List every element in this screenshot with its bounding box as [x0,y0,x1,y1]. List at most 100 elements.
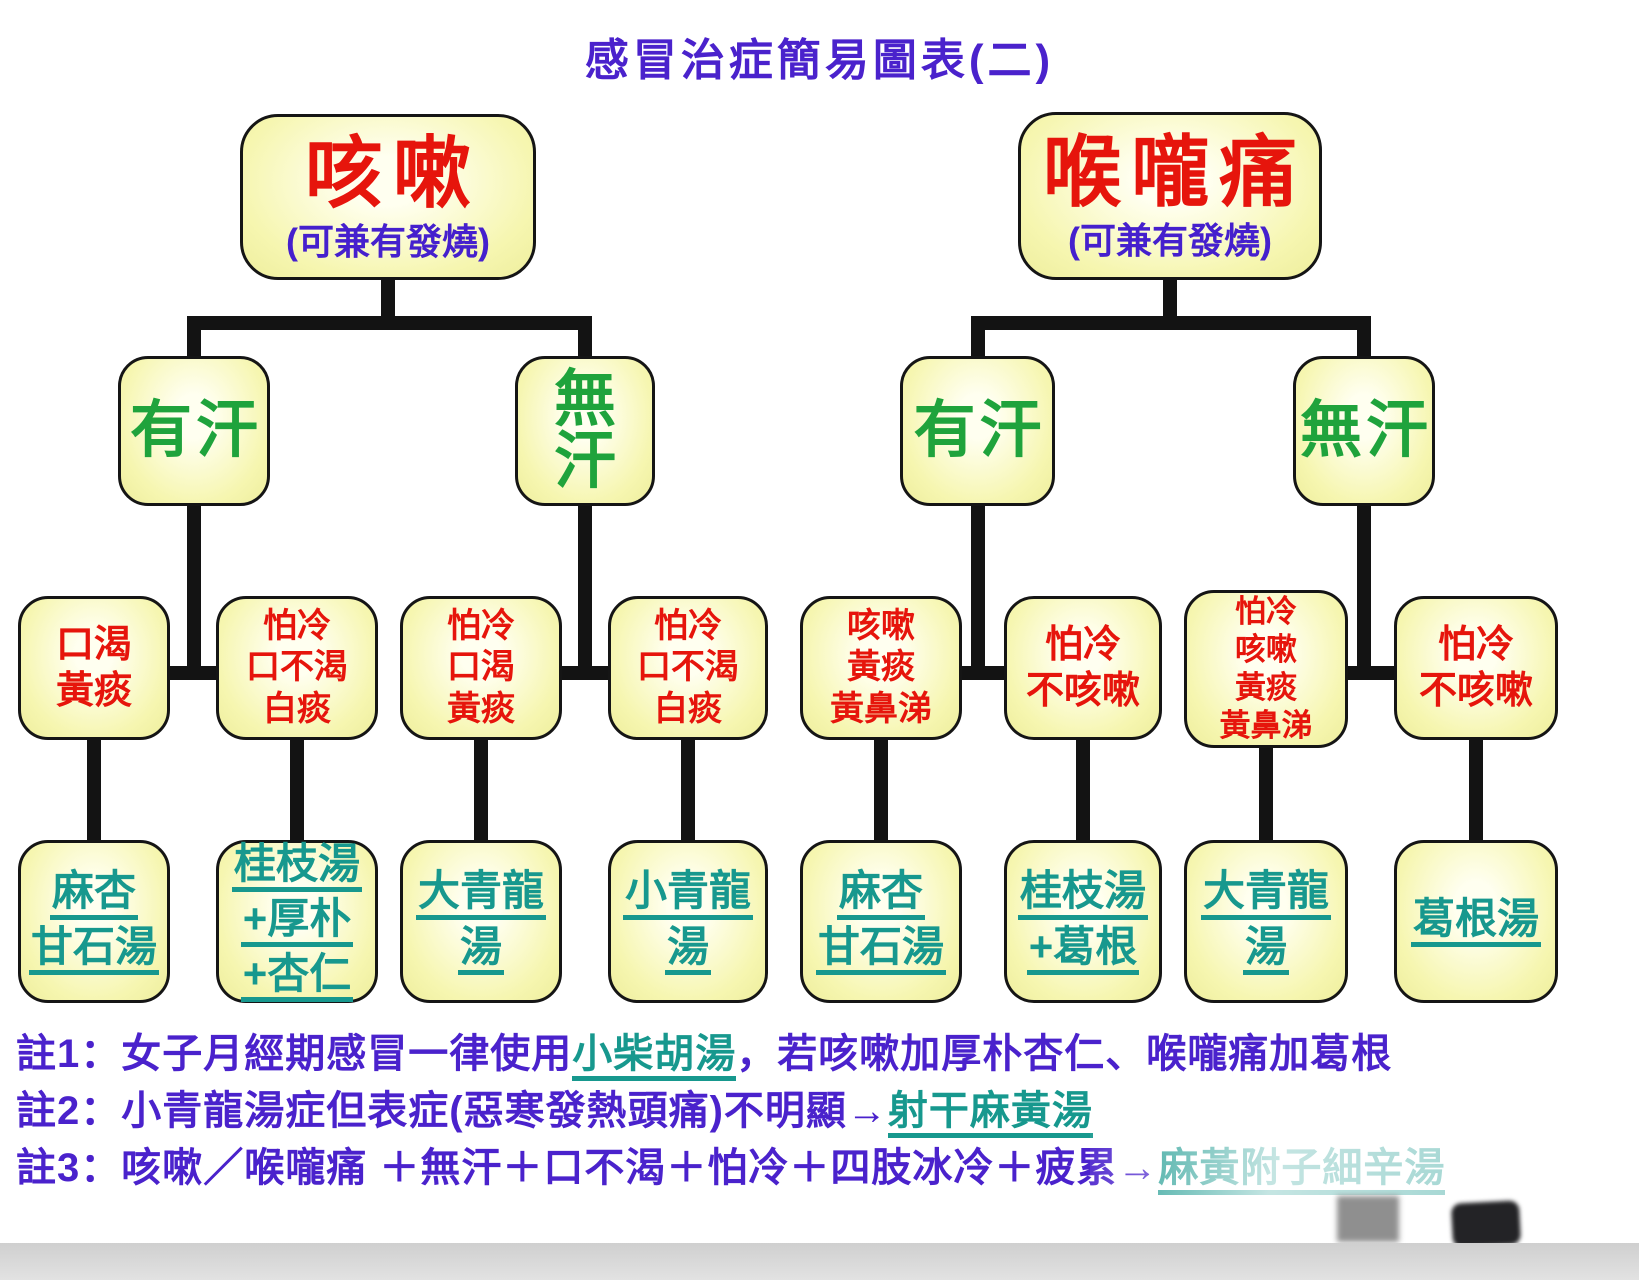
note-formula-link: 射干麻黃湯 [887,1089,1093,1138]
treatment-text: 大青龍 [415,868,546,920]
treatment-text: 小青龍 [622,868,753,920]
treatment-text: 麻杏 [836,868,925,920]
note-label: 註2： [16,1089,122,1133]
treatment-box: 葛根湯 [1394,840,1558,1003]
note-text: 小青龍湯症但表症(惡寒發熱頭痛)不明顯→ [121,1089,888,1133]
branch-box: 有汗 [900,356,1055,506]
symptom-text: 不咳嗽 [1025,670,1140,712]
treatment-text: 甘石湯 [815,923,946,975]
treatment-text: 甘石湯 [28,923,159,975]
treatment-box: 桂枝湯+厚朴+杏仁 [216,840,378,1003]
gray-smudge [1337,1196,1399,1242]
treatment-text: 桂枝湯 [231,840,362,892]
symptom-box: 口渴黃痰 [18,596,170,740]
note-label: 註3： [16,1146,122,1190]
symptom-text: 黃鼻涕 [1219,707,1313,743]
treatment-box: 麻杏甘石湯 [800,840,962,1003]
treatment-text: 湯 [1242,923,1289,975]
symptom-text: 不咳嗽 [1418,670,1533,712]
symptom-text: 怕冷 [1235,594,1297,630]
treatment-text: 桂枝湯 [1017,868,1148,920]
symptom-box: 怕冷不咳嗽 [1004,596,1162,740]
symptom-box: 怕冷口不渴白痰 [216,596,378,740]
dark-smudge [1450,1200,1522,1248]
treatment-text: 葛根湯 [1410,895,1541,948]
symptom-text: 怕冷 [654,606,722,645]
root-label: 喉嚨痛 [1042,128,1307,216]
symptom-text: 怕冷 [1437,623,1514,666]
treatment-text: +杏仁 [240,950,354,1003]
connector-line [1076,740,1090,846]
root-box: 咳嗽(可兼有發燒) [240,114,536,280]
symptom-box: 怕冷咳嗽黃痰黃鼻涕 [1184,590,1348,748]
treatment-text: 湯 [457,923,504,975]
branch-box: 無汗 [1293,356,1435,506]
treatment-box: 小青龍湯 [608,840,768,1003]
symptom-box: 怕冷口渴黃痰 [400,596,562,740]
treatment-box: 桂枝湯+葛根 [1004,840,1162,1003]
branch-box: 無汗 [515,356,655,506]
symptom-text: 白痰 [654,689,722,728]
branch-label: 無汗 [1300,396,1433,465]
treatment-text: 大青龍 [1200,868,1331,920]
connector-line [187,506,201,680]
note-formula-link: 小柴胡湯 [572,1032,737,1081]
symptom-text: 黃痰 [847,648,915,687]
page-title: 感冒治症簡易圖表(二) [584,36,1055,85]
symptom-text: 黃痰 [447,689,515,728]
note-text: 女子月經期感冒一律使用 [121,1032,573,1076]
connector-line [578,316,592,362]
connector-line [167,666,219,680]
symptom-text: 口不渴 [637,648,739,687]
symptom-box: 怕冷不咳嗽 [1394,596,1558,740]
symptom-text: 怕冷 [447,606,515,645]
treatment-text: 麻杏 [49,868,138,920]
symptom-text: 怕冷 [1044,623,1121,666]
symptom-box: 怕冷口不渴白痰 [608,596,768,740]
connector-line [681,740,695,846]
connector-line [959,666,1007,680]
treatment-text: 湯 [664,923,711,975]
connector-line [970,316,1371,330]
symptom-text: 咳嗽 [1235,632,1297,668]
connector-line [970,506,985,680]
connector-line [559,666,611,680]
connector-line [578,506,592,680]
note-text: ，若咳嗽加厚朴杏仁、喉嚨痛加葛根 [736,1032,1393,1076]
symptom-text: 咳嗽 [847,606,915,645]
branch-label: 無汗 [553,365,620,496]
connector-line [87,740,101,846]
connector-line [474,740,488,846]
connector-line [187,316,201,362]
note-label: 註1： [16,1032,122,1076]
symptom-text: 黃鼻涕 [830,689,932,728]
treatment-text: +厚朴 [240,895,354,948]
bottom-gray-band [0,1243,1639,1280]
symptom-text: 黃痰 [1235,670,1297,705]
symptom-box: 咳嗽黃痰黃鼻涕 [800,596,962,740]
symptom-text: 白痰 [263,689,331,728]
note-text: 咳嗽／喉嚨痛 ＋無汗＋口不渴＋怕冷＋四肢冰冷＋疲累→ [121,1146,1159,1190]
root-sub-label: (可兼有發燒) [1068,220,1272,261]
root-sub-label: (可兼有發燒) [286,221,490,262]
connector-line [1469,740,1483,846]
treatment-text: +葛根 [1026,923,1140,975]
connector-line [1345,666,1397,680]
connector-line [970,316,985,362]
branch-box: 有汗 [118,356,270,506]
symptom-text: 怕冷 [263,606,331,645]
connector-line [1259,748,1273,846]
root-box: 喉嚨痛(可兼有發燒) [1018,112,1322,280]
note-row: 註1：女子月經期感冒一律使用小柴胡湯，若咳嗽加厚朴杏仁、喉嚨痛加葛根 [16,1026,1445,1083]
connector-line [290,740,304,846]
connector-line [1357,316,1371,362]
connector-line [1357,506,1371,680]
branch-label: 有汗 [129,396,262,465]
note-row: 註2：小青龍湯症但表症(惡寒發熱頭痛)不明顯→射干麻黃湯 [16,1083,1445,1140]
symptom-text: 口渴 [447,648,515,687]
treatment-box: 麻杏甘石湯 [18,840,170,1003]
symptom-text: 口不渴 [246,648,348,687]
treatment-box: 大青龍湯 [1184,840,1348,1003]
symptom-text: 口渴 [55,623,132,666]
